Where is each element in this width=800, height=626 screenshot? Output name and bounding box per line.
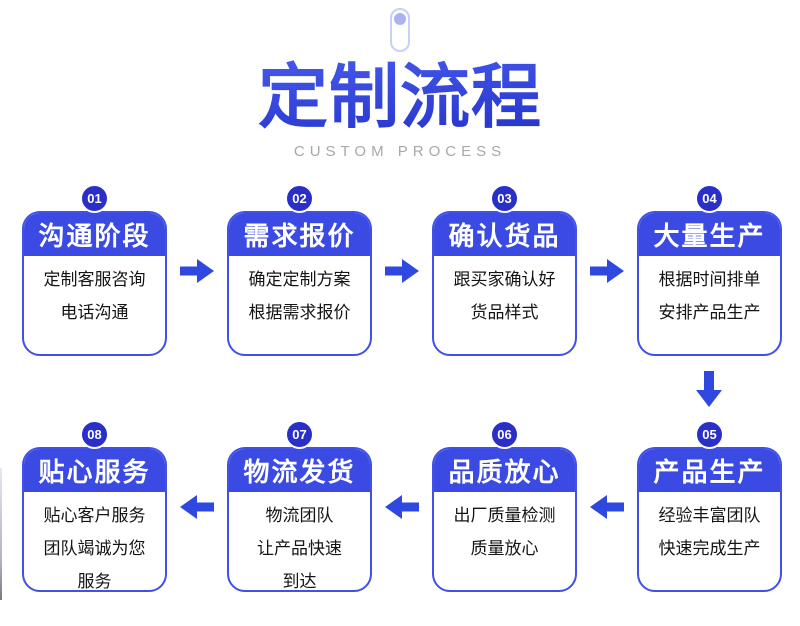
step-number-badge: 04 [695,184,724,213]
step-number-badge: 01 [80,184,109,213]
step-title: 品质放心 [434,449,575,492]
page-subtitle: CUSTOM PROCESS [293,143,507,160]
row-connector [0,358,800,420]
page-title: 定制流程 [0,56,800,138]
flow-row-top: 01 沟通阶段 定制客服咨询 电话沟通 02 需求报价 确定定制方案 根据需求报… [0,184,800,358]
arrow-down-icon [696,371,722,407]
step-number-badge: 03 [490,184,519,213]
step-description: 贴心客户服务 团队竭诚为您 服务 [43,506,146,591]
flow-row-bottom: 08 贴心服务 贴心客户服务 团队竭诚为您 服务 07 物流发货 物流团队 [0,420,800,594]
step-title: 沟通阶段 [24,213,165,256]
step-number-badge: 08 [80,420,109,449]
arrow-left-icon [180,495,214,519]
step-card-07: 07 物流发货 物流团队 让产品快速 到达 [227,420,372,592]
step-title: 物流发货 [229,449,370,492]
step-card-02: 02 需求报价 确定定制方案 根据需求报价 [227,184,372,356]
arrow-right-icon [180,259,214,283]
step-number-badge: 02 [285,184,314,213]
step-number-badge: 05 [695,420,724,449]
left-edge-scan-artifact [0,468,2,600]
step-card-04: 04 大量生产 根据时间排单 安排产品生产 [637,184,782,356]
step-description: 经验丰富团队 快速完成生产 [658,506,761,558]
step-title: 大量生产 [639,213,780,256]
step-description: 物流团队 让产品快速 到达 [257,506,342,591]
step-description: 出厂质量检测 质量放心 [453,506,556,558]
arrow-right-icon [385,259,419,283]
step-title: 贴心服务 [24,449,165,492]
step-card-08: 08 贴心服务 贴心客户服务 团队竭诚为您 服务 [22,420,167,592]
step-description: 定制客服咨询 电话沟通 [43,270,146,322]
arrow-right-icon [590,259,624,283]
scroll-capsule-dot-icon [394,13,406,25]
step-description: 跟买家确认好 货品样式 [453,270,556,322]
step-card-01: 01 沟通阶段 定制客服咨询 电话沟通 [22,184,167,356]
step-card-06: 06 品质放心 出厂质量检测 质量放心 [432,420,577,592]
step-title: 产品生产 [639,449,780,492]
step-number-badge: 06 [490,420,519,449]
arrow-left-icon [385,495,419,519]
step-description: 确定定制方案 根据需求报价 [248,270,351,322]
step-title: 需求报价 [229,213,370,256]
step-title: 确认货品 [434,213,575,256]
step-number-badge: 07 [285,420,314,449]
step-card-03: 03 确认货品 跟买家确认好 货品样式 [432,184,577,356]
scroll-capsule-icon [390,8,410,52]
step-card-05: 05 产品生产 经验丰富团队 快速完成生产 [637,420,782,592]
arrow-left-icon [590,495,624,519]
step-description: 根据时间排单 安排产品生产 [658,270,761,322]
